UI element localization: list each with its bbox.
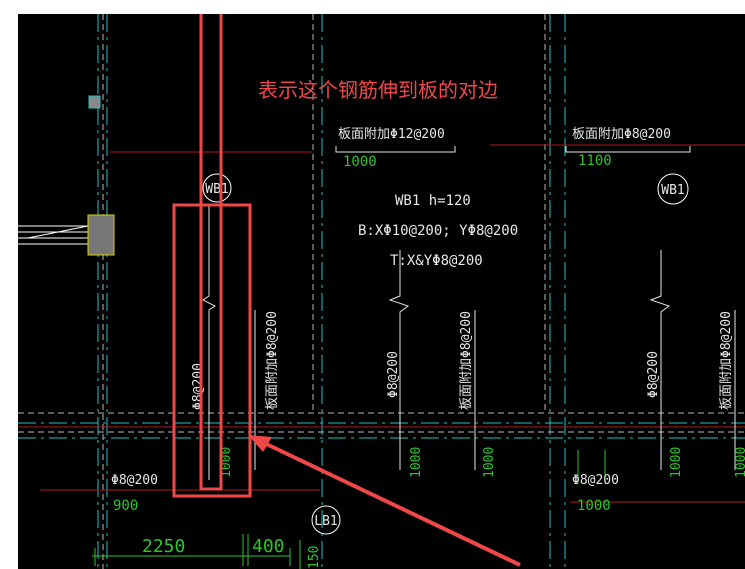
dimension-400: 400 (252, 536, 285, 557)
dimension-2250: 2250 (142, 536, 185, 557)
annotation-arrow-shaft (257, 438, 521, 567)
vertical-length-label: 1000 (734, 447, 745, 478)
left-margin (0, 0, 18, 569)
slab-tag-label: WB1 (661, 183, 684, 198)
beam-tag-label: LB1 (314, 514, 337, 529)
slab-tag-circle-1 (202, 173, 232, 203)
axis-lines (18, 14, 745, 569)
slab-top-rebar: T:X&YΦ8@200 (390, 253, 483, 269)
vertical-rebar-label: Φ8@200 (646, 351, 661, 398)
vertical-rebar-label: 板面附加Φ8@200 (719, 311, 734, 410)
drawing-background (18, 14, 745, 569)
vertical-rebar-label: Φ8@200 (386, 351, 401, 398)
slab-bottom-rebar: B:XΦ10@200; YΦ8@200 (358, 223, 518, 239)
vertical-length-label: 1000 (482, 447, 497, 478)
dimension-150: 150 (307, 546, 322, 569)
rebar-line (202, 205, 216, 480)
top-add-rebar-2-length: 1100 (578, 153, 612, 169)
highlight-box (172, 203, 252, 498)
rebar-line (649, 250, 671, 470)
dimension-lines (92, 450, 606, 569)
low-rebar-2-length: 1000 (577, 498, 611, 514)
low-rebar-1: Φ8@200 (111, 473, 158, 488)
tag-circles (202, 173, 689, 535)
left-stub (18, 225, 89, 245)
rebar-line (388, 250, 410, 470)
beam-lines (18, 14, 745, 569)
vertical-rebar-label: 板面附加Φ8@200 (459, 311, 474, 410)
top-add-rebar-1-length: 1000 (343, 154, 377, 170)
slab-tag-label: WB1 (205, 182, 228, 197)
small-column-marker (88, 95, 101, 109)
vertical-length-label: 1000 (219, 447, 234, 478)
low-rebar-1-length: 900 (113, 498, 138, 514)
top-add-rebar-1: 板面附加Φ12@200 (338, 127, 445, 142)
annotation-arrow-head (248, 435, 272, 452)
annotation-note: 表示这个钢筋伸到板的对边 (258, 78, 498, 102)
vertical-rebar-label: Φ8@200 (191, 363, 206, 410)
slab-tag-circle-2 (657, 173, 689, 205)
vertical-rebars (202, 205, 736, 480)
beam-tag-circle (311, 505, 341, 535)
vertical-length-label: 1000 (669, 447, 684, 478)
top-margin (0, 0, 745, 14)
column-box (87, 214, 115, 256)
top-rebars (335, 146, 691, 153)
low-rebar-2: Φ8@200 (572, 473, 619, 488)
vertical-length-label: 1000 (409, 447, 424, 478)
red-lines (18, 144, 745, 503)
slab-title: WB1 h=120 (395, 193, 471, 209)
vertical-rebar-label: 板面附加Φ8@200 (265, 311, 280, 410)
top-add-rebar-2: 板面附加Φ8@200 (572, 127, 671, 142)
